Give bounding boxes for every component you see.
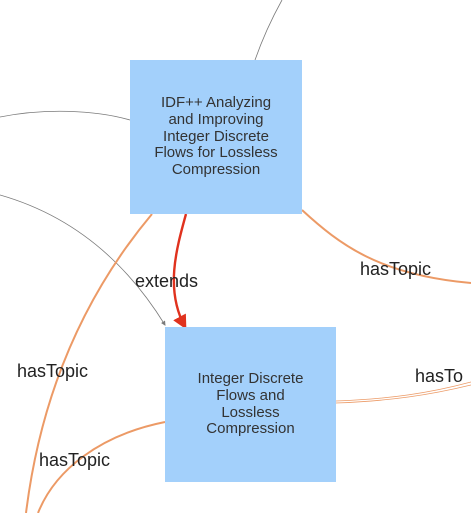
node-idf-plus-line-5: Compression (171, 161, 261, 179)
node-idf-plus-line-4: Flows for Lossless (154, 144, 278, 162)
has-topic-label-right-mid[interactable]: hasTo (415, 366, 464, 386)
has-topic-edge-right-mid-b[interactable] (335, 384, 471, 404)
has-topic-edge-right-top[interactable] (301, 209, 471, 284)
node-idf[interactable]: Integer Discrete Flows and Lossless Comp… (165, 327, 336, 482)
has-topic-label-right-top[interactable]: hasTopic (360, 259, 432, 279)
has-topic-edge-left-bottom[interactable] (37, 421, 166, 513)
node-idf-label: Integer Discrete Flows and Lossless Comp… (197, 369, 304, 439)
edge-node-a-up[interactable] (254, 0, 283, 61)
edge-left-to-node-b[interactable] (0, 194, 166, 326)
has-topic-label-left-top[interactable]: hasTopic (17, 361, 89, 381)
node-idf-line-1: Integer Discrete (197, 369, 304, 387)
has-topic-label-left-bottom[interactable]: hasTopic (39, 450, 111, 470)
node-idf-plus-line-1: IDF++ Analyzing (160, 93, 272, 111)
node-idf-line-4: Compression (206, 420, 295, 438)
edge-left-to-node-a[interactable] (0, 110, 131, 121)
node-idf-line-3: Lossless (221, 403, 280, 421)
extends-edge[interactable] (172, 213, 188, 330)
node-idf-line-2: Flows and (216, 386, 285, 404)
node-idf-plus[interactable]: IDF++ Analyzing and Improving Integer Di… (130, 60, 302, 214)
node-idf-plus-line-3: Integer Discrete (163, 127, 269, 145)
extends-edge-label[interactable]: extends (135, 271, 199, 291)
has-topic-edge-right-mid-a[interactable] (335, 381, 471, 402)
node-idf-plus-label: IDF++ Analyzing and Improving Integer Di… (154, 93, 278, 180)
node-idf-plus-line-2: and Improving (168, 110, 264, 128)
has-topic-edge-left-top[interactable] (25, 213, 153, 513)
